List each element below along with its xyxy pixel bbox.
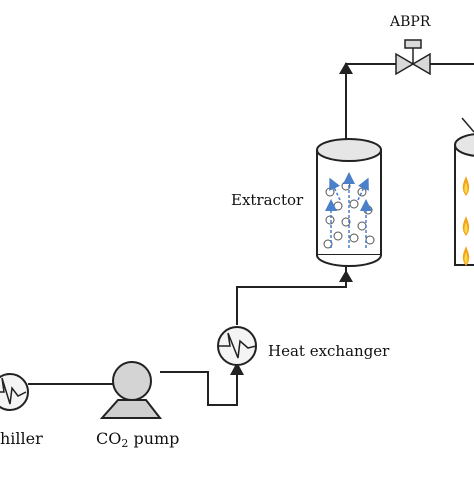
flow-arrow-to-extractor bbox=[339, 270, 353, 282]
extractor-vessel bbox=[316, 138, 382, 267]
particle bbox=[325, 187, 335, 197]
abpr-label: ABPR bbox=[389, 14, 431, 30]
separator-body bbox=[454, 144, 474, 266]
particle bbox=[333, 201, 343, 211]
heat-exchanger-label: Heat exchanger bbox=[268, 342, 390, 360]
flow-arrow-diagonal-icon bbox=[329, 177, 341, 201]
valve-actuator bbox=[404, 39, 422, 49]
particle bbox=[357, 187, 367, 197]
flow-arrow-to-exchanger bbox=[230, 362, 244, 375]
abpr-valve bbox=[395, 39, 431, 76]
chiller-circle bbox=[0, 373, 29, 411]
particle bbox=[333, 231, 343, 241]
separator-top-cap bbox=[454, 133, 474, 157]
chiller-label: hiller bbox=[0, 429, 43, 448]
particle bbox=[325, 215, 335, 225]
co2-pump-label-subscript: 2 bbox=[121, 437, 128, 450]
flame-icon bbox=[464, 252, 468, 264]
particle bbox=[363, 205, 373, 215]
extractor-bottom-cap bbox=[316, 254, 382, 267]
co2-pump-label-main: CO bbox=[96, 429, 121, 448]
separator-inlet-pipe bbox=[461, 117, 474, 133]
particle bbox=[365, 235, 375, 245]
pump-base bbox=[99, 399, 163, 419]
separator-vessel bbox=[454, 117, 474, 266]
co2-pump-label: CO2 pump bbox=[96, 429, 179, 450]
heat-exchanger bbox=[217, 326, 257, 366]
particle bbox=[349, 233, 359, 243]
particle bbox=[357, 221, 367, 231]
co2-pump bbox=[99, 361, 163, 419]
extractor-top-cap bbox=[316, 138, 382, 162]
chiller-unit bbox=[0, 373, 29, 411]
co2-pump-label-rest: pump bbox=[128, 429, 179, 448]
flow-arrows bbox=[230, 62, 353, 375]
centrifugal-pump-icon bbox=[112, 361, 152, 401]
particle bbox=[341, 217, 351, 227]
flow-arrow-diagonal-icon bbox=[357, 177, 369, 201]
heat-exchanger-coil-icon bbox=[0, 377, 27, 405]
flame-icon bbox=[464, 222, 468, 234]
pipe-extractor-to-valve bbox=[345, 63, 396, 140]
pipe-exchanger-to-extractor bbox=[236, 262, 347, 325]
flow-arrow-up-to-valve bbox=[339, 62, 353, 74]
separator-flames bbox=[462, 176, 470, 266]
heat-exchanger-coil-icon bbox=[218, 332, 257, 359]
particle bbox=[323, 239, 333, 249]
extractor-label: Extractor bbox=[231, 191, 304, 209]
pipe-pump-to-exchanger bbox=[160, 368, 238, 406]
particle bbox=[349, 199, 359, 209]
extractor-flow-arrows bbox=[325, 172, 372, 248]
flame-icon bbox=[464, 182, 468, 194]
